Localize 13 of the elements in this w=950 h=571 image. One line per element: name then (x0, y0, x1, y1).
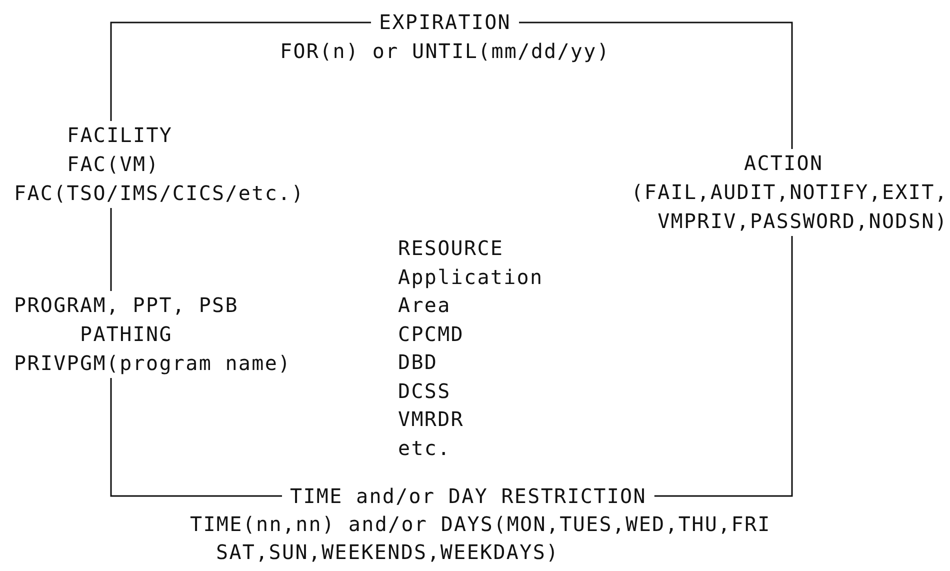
list-item: Application (398, 264, 544, 290)
list-item: DBD (398, 349, 438, 376)
list-item: CPCMD (398, 320, 464, 348)
list-item: DCSS (398, 378, 451, 404)
frame-line (110, 22, 371, 121)
frame-line (654, 236, 793, 497)
list-item: etc. (398, 434, 451, 462)
list-heading: RESOURCE (398, 235, 504, 262)
frame-line (110, 378, 282, 497)
frame-line (519, 22, 793, 149)
list-item: VMRDR (398, 406, 464, 433)
frame-line (110, 208, 112, 291)
list-item: Area (398, 292, 451, 319)
